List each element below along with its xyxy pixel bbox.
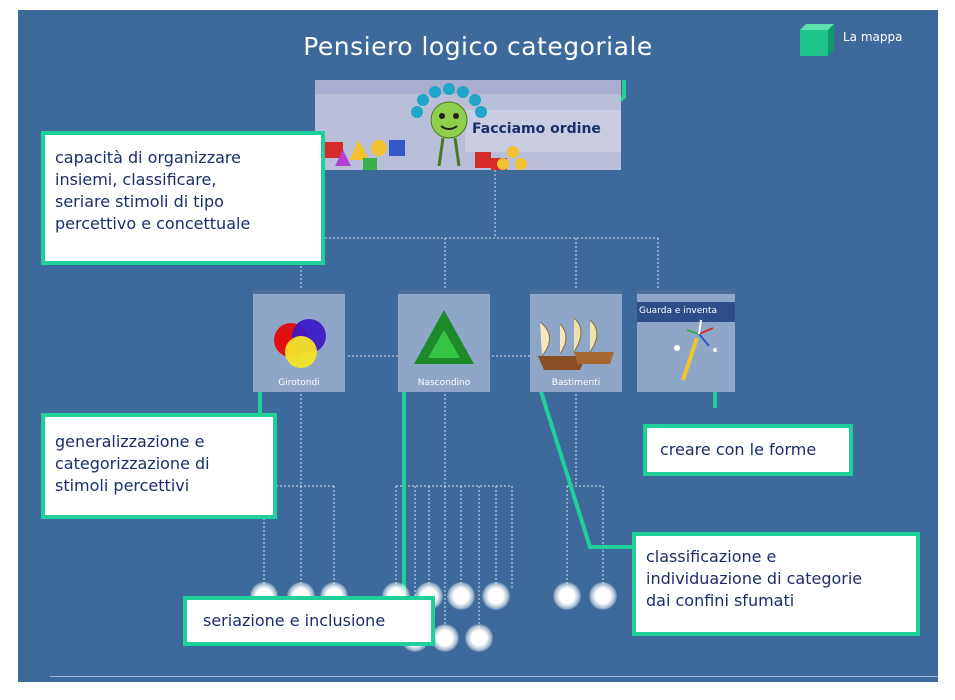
overlapping-circles-icon bbox=[253, 290, 345, 392]
green-triangle-icon bbox=[398, 290, 490, 392]
callout-create-text: creare con le forme bbox=[660, 440, 817, 459]
callout-seriation: seriazione e inclusione bbox=[183, 596, 435, 646]
callout-classify-text: classificazione e individuazione di cate… bbox=[646, 547, 863, 610]
tile-label-guarda-e-inventa: Guarda e inventa bbox=[639, 306, 718, 316]
tile-bastimenti[interactable]: Bastimenti bbox=[530, 290, 622, 392]
node-bead bbox=[589, 582, 617, 610]
magic-wand-icon bbox=[637, 290, 735, 392]
tile-guarda-e-inventa[interactable]: Guarda e inventa bbox=[637, 290, 735, 392]
connector-lines bbox=[258, 80, 717, 640]
header-image-label: Facciamo ordine bbox=[472, 121, 601, 137]
node-bead bbox=[431, 624, 459, 652]
tile-label-girotondi: Girotondi bbox=[278, 378, 320, 388]
node-bead bbox=[447, 582, 475, 610]
facciamo-ordine-image: Facciamo ordine bbox=[315, 80, 621, 170]
callout-generalize-text: generalizzazione e categorizzazione di s… bbox=[55, 432, 210, 495]
callout-generalize: generalizzazione e categorizzazione di s… bbox=[41, 413, 277, 519]
map-link-label: La mappa bbox=[843, 30, 903, 44]
sailing-ship-icon bbox=[530, 290, 622, 392]
callout-classify: classificazione e individuazione di cate… bbox=[632, 532, 920, 636]
tile-girotondi[interactable]: Girotondi bbox=[253, 290, 345, 392]
node-bead bbox=[482, 582, 510, 610]
slide: Pensiero logico categoriale La mappa bbox=[18, 10, 938, 682]
callout-organize: capacità di organizzare insiemi, classif… bbox=[41, 131, 325, 265]
callout-seriation-text: seriazione e inclusione bbox=[203, 611, 386, 630]
callout-organize-text: capacità di organizzare insiemi, classif… bbox=[55, 148, 251, 233]
map-link[interactable]: La mappa bbox=[800, 22, 930, 56]
node-bead bbox=[465, 624, 493, 652]
tile-nascondino[interactable]: Nascondino bbox=[398, 290, 490, 392]
tile-label-bastimenti: Bastimenti bbox=[551, 378, 601, 388]
callout-create: creare con le forme bbox=[643, 424, 853, 476]
slide-title: Pensiero logico categoriale bbox=[303, 32, 653, 61]
tile-label-nascondino: Nascondino bbox=[417, 378, 471, 388]
green-cube-icon bbox=[800, 24, 834, 56]
footer-divider bbox=[50, 676, 938, 677]
node-bead bbox=[553, 582, 581, 610]
